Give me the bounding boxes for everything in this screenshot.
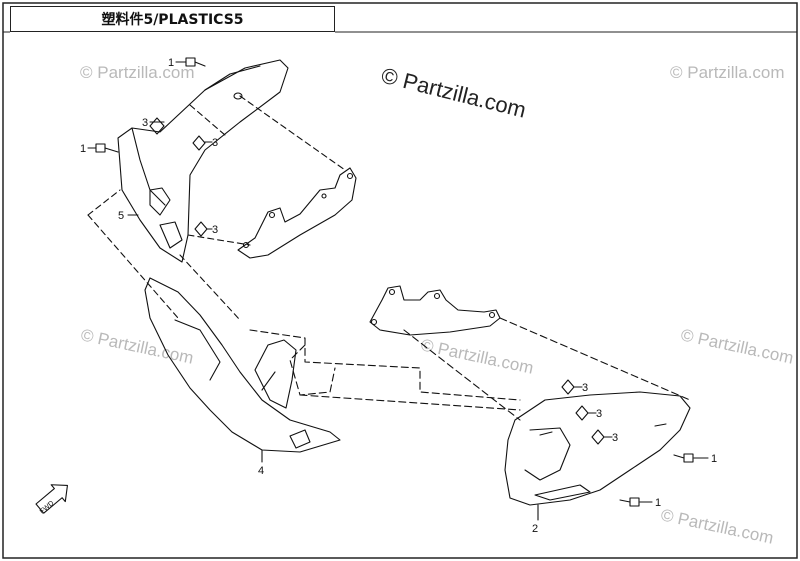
watermark-text: © Partzilla.com <box>419 335 535 377</box>
watermark-text: © Partzilla.com <box>79 325 195 367</box>
clip-icon <box>192 135 206 151</box>
clip-icon <box>194 221 208 237</box>
clip-icon <box>561 379 575 395</box>
bolt-icon <box>673 453 694 463</box>
lower-cover-part4 <box>144 277 341 453</box>
callout-3: 3 <box>596 408 602 420</box>
callout-3: 3 <box>582 382 588 394</box>
forward-arrow-icon <box>35 484 68 514</box>
clip-icon <box>575 405 589 421</box>
diagram-title: 塑料件5/PLASTICS5 <box>10 6 335 32</box>
bolt-icon <box>95 143 119 153</box>
callout-1: 1 <box>655 497 661 509</box>
bolt-icon <box>619 497 640 507</box>
callout-3: 3 <box>142 117 148 129</box>
watermark-text: © Partzilla.com <box>659 505 775 547</box>
clip-icon <box>149 117 165 135</box>
watermark-main: © Partzilla.com <box>379 63 529 123</box>
bolt-icon <box>185 57 206 67</box>
lower-bracket <box>369 285 501 336</box>
callout-2: 2 <box>532 523 538 535</box>
watermark-text: © Partzilla.com <box>670 63 785 82</box>
upper-bracket <box>237 167 357 259</box>
watermark-text: © Partzilla.com <box>679 325 795 367</box>
watermark-text: © Partzilla.com <box>80 63 195 82</box>
callout-5: 5 <box>118 210 124 222</box>
callout-1: 1 <box>80 143 86 155</box>
callout-1: 1 <box>168 57 174 69</box>
right-cover-part2 <box>504 391 691 506</box>
callout-3: 3 <box>212 137 218 149</box>
callout-3: 3 <box>212 224 218 236</box>
callout-3: 3 <box>612 432 618 444</box>
callout-1: 1 <box>711 453 717 465</box>
callout-4: 4 <box>258 465 264 477</box>
upper-cover-part5 <box>117 59 289 263</box>
clip-icon <box>591 429 605 445</box>
